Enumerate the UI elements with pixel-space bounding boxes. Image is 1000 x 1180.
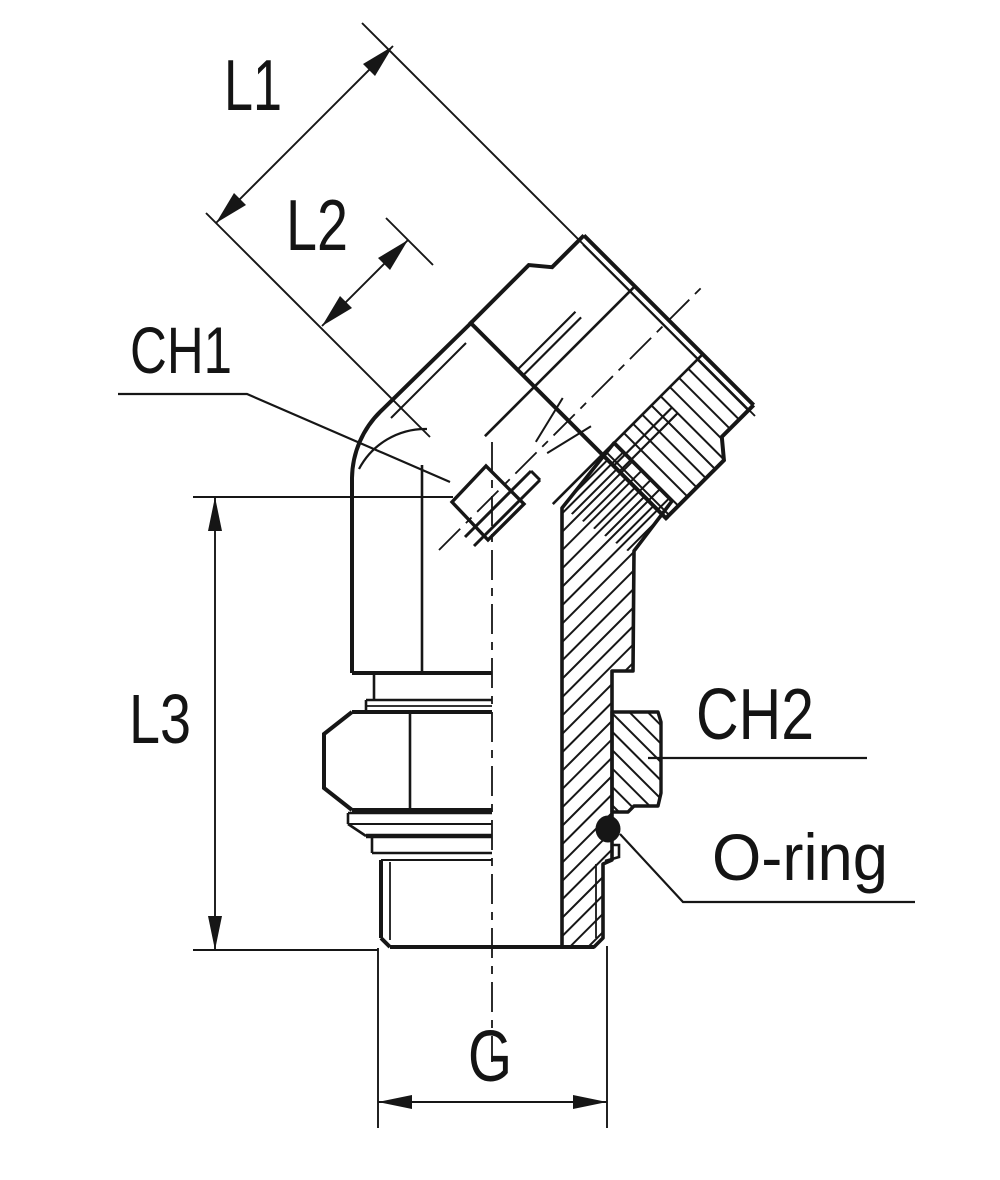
elbow-fillet-arc bbox=[358, 427, 428, 470]
branch-cone-hatch bbox=[562, 454, 668, 555]
l2-arrow-upper bbox=[378, 240, 408, 270]
branch-centerline bbox=[438, 284, 705, 551]
l3-arrow-top bbox=[208, 497, 222, 531]
elbow-cone-inner-line bbox=[390, 342, 467, 419]
dimension-l2 bbox=[321, 217, 434, 327]
g-arrow-left bbox=[378, 1095, 412, 1109]
elbow-outer-edge bbox=[350, 321, 473, 673]
dim-label-l1: L1 bbox=[224, 46, 282, 126]
ch1-leader bbox=[118, 392, 451, 484]
dimension-l1 bbox=[205, 22, 756, 438]
dimension-labels: L1 L2 CH1 L3 CH2 G O-ring bbox=[129, 46, 888, 1097]
dimensions bbox=[118, 22, 915, 1128]
g-arrow-right bbox=[573, 1095, 607, 1109]
oring-leader bbox=[619, 833, 915, 904]
branch-nut-hatch bbox=[602, 354, 754, 519]
ch1-corner-marker bbox=[449, 463, 542, 548]
dim-label-oring: O-ring bbox=[712, 820, 888, 894]
dimension-g bbox=[377, 946, 608, 1128]
l2-extension-tick bbox=[385, 217, 434, 266]
l3-arrow-bottom bbox=[208, 916, 222, 950]
dim-label-l3: L3 bbox=[129, 680, 191, 758]
l1-extension-tip bbox=[361, 22, 756, 417]
l1-arrow-lower bbox=[216, 193, 246, 223]
washer-section bbox=[604, 843, 621, 863]
body-outline bbox=[322, 321, 594, 949]
dimension-l3 bbox=[193, 496, 453, 951]
l1-dim-line bbox=[215, 45, 394, 224]
l1-extension-center bbox=[205, 212, 431, 438]
l1-arrow-upper bbox=[363, 46, 393, 76]
dim-label-ch2: CH2 bbox=[696, 675, 814, 755]
dim-label-g: G bbox=[468, 1017, 512, 1097]
o-ring-seal bbox=[595, 815, 621, 843]
branch-nut bbox=[467, 233, 756, 555]
l2-arrow-lower bbox=[322, 296, 352, 326]
dim-label-ch1: CH1 bbox=[130, 313, 232, 387]
locknut-section bbox=[610, 710, 663, 814]
dim-label-l2: L2 bbox=[286, 186, 348, 266]
centerlines bbox=[438, 284, 705, 1062]
